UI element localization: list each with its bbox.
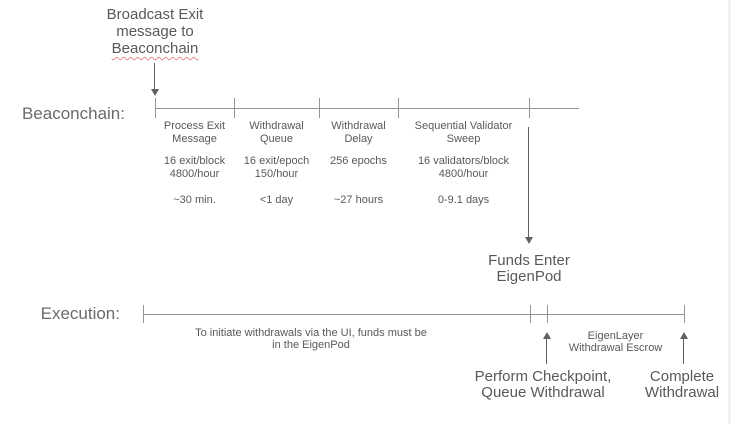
- broadcast-arrow-down-icon: [151, 89, 159, 96]
- eigenlayer-withdrawal-escrow-label: EigenLayer Withdrawal Escrow: [568, 330, 663, 354]
- beaconchain-tick-1: [155, 98, 156, 118]
- beaconchain-tick-5: [529, 98, 530, 118]
- segment-process-exit-message: Process Exit Message 16 exit/block 4800/…: [155, 118, 234, 210]
- complete-arrow-line: [683, 339, 684, 364]
- execution-tick-1: [143, 305, 144, 323]
- funds-enter-eigenpod-label: Funds Enter EigenPod: [488, 252, 570, 285]
- right-edge-line: [728, 0, 731, 424]
- complete-withdrawal-label: Complete Withdrawal: [644, 368, 720, 401]
- perform-checkpoint-label: Perform Checkpoint, Queue Withdrawal: [474, 368, 612, 401]
- checkpoint-arrow-line: [546, 339, 547, 364]
- funds-enter-arrow-down-icon: [525, 237, 533, 244]
- beaconchain-tick-4: [398, 98, 399, 118]
- beaconchain-timeline: [155, 108, 579, 109]
- funds-enter-arrow-line: [528, 127, 529, 237]
- segment-name: Withdrawal Queue: [249, 120, 304, 145]
- broadcast-exit-note-text: Broadcast Exit message to: [106, 6, 204, 40]
- execution-initiate-note: To initiate withdrawals via the UI, fund…: [195, 327, 427, 351]
- segment-withdrawal-queue: Withdrawal Queue 16 exit/epoch 150/hour …: [234, 118, 319, 210]
- segment-duration: <1 day: [259, 194, 294, 206]
- beaconchain-tick-3: [319, 98, 320, 118]
- beaconchain-tick-2: [234, 98, 235, 118]
- segment-duration: 0-9.1 days: [437, 194, 490, 206]
- segment-name: Sequential Validator Sweep: [414, 120, 513, 145]
- segment-duration: ~27 hours: [333, 194, 384, 206]
- segment-duration: ~30 min.: [173, 194, 216, 206]
- execution-tick-2: [530, 305, 531, 323]
- segment-withdrawal-delay: Withdrawal Delay 256 epochs ~27 hours: [319, 118, 398, 210]
- segment-sequential-validator-sweep: Sequential Validator Sweep 16 validators…: [398, 118, 529, 210]
- checkpoint-arrow-up-icon: [543, 332, 551, 339]
- beaconchain-word-spellcheck-underline: Beaconchain: [111, 40, 199, 57]
- segment-name: Process Exit Message: [163, 120, 226, 145]
- segment-rate: 16 validators/block 4800/hour: [417, 155, 510, 180]
- segment-name: Withdrawal Delay: [331, 120, 386, 145]
- execution-tick-3: [547, 305, 548, 323]
- broadcast-arrow-line: [154, 63, 155, 89]
- beaconchain-row-label: Beaconchain:: [21, 104, 125, 123]
- execution-timeline: [143, 314, 684, 315]
- segment-rate: 256 epochs: [330, 155, 387, 167]
- execution-row-label: Execution:: [40, 304, 120, 323]
- segment-rate: 16 exit/block 4800/hour: [163, 155, 226, 180]
- segment-rate: 16 exit/epoch 150/hour: [243, 155, 310, 180]
- execution-tick-4: [684, 305, 685, 323]
- complete-arrow-up-icon: [680, 332, 688, 339]
- broadcast-exit-note: Broadcast Exit message to Beaconchain: [85, 6, 225, 57]
